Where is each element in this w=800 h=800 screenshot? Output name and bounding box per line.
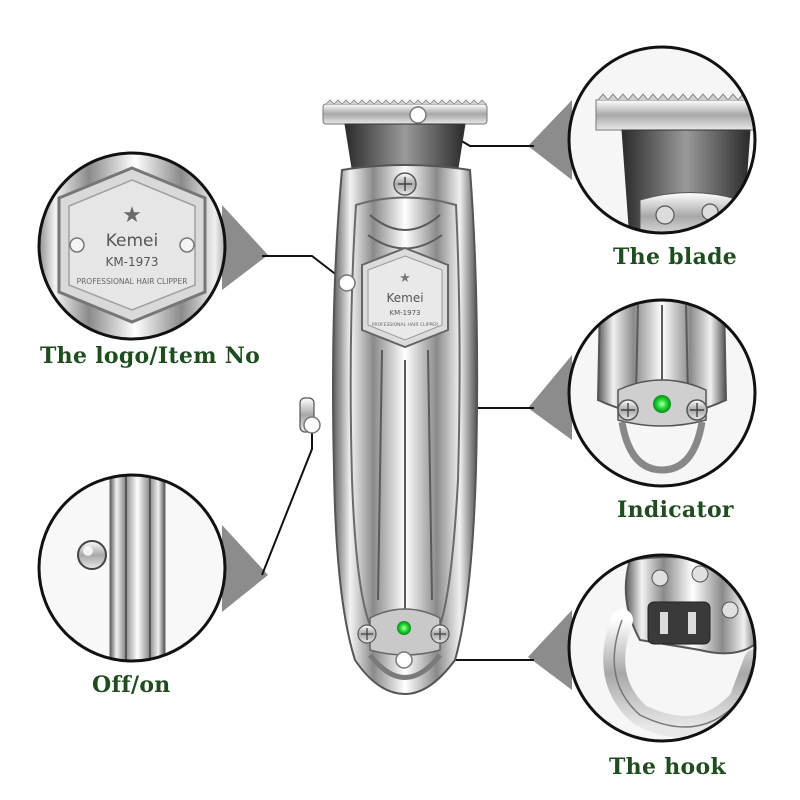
body-hook bbox=[368, 653, 442, 680]
blade-zoom-circle bbox=[567, 45, 757, 235]
switch-callout-label: Off/on bbox=[92, 672, 171, 698]
svg-text:★: ★ bbox=[399, 271, 411, 286]
indicator-zoom-circle bbox=[567, 298, 757, 488]
indicator-callout-wedge bbox=[528, 355, 572, 440]
zoom-descriptor-text: PROFESSIONAL HAIR CLIPPER bbox=[77, 277, 188, 286]
blade-teeth bbox=[322, 99, 488, 125]
indicator-callout-label: Indicator bbox=[617, 497, 734, 523]
body-brand-text: Kemei bbox=[386, 291, 423, 305]
svg-text:★: ★ bbox=[122, 203, 142, 228]
hook-callout-label: The hook bbox=[609, 754, 727, 780]
hook-zoom-circle bbox=[567, 553, 757, 743]
leader-dots bbox=[303, 106, 427, 669]
switch-zoom-circle bbox=[37, 473, 227, 663]
body-model-text: KM-1973 bbox=[390, 309, 421, 317]
hook-callout-wedge bbox=[528, 610, 572, 690]
logo-callout-wedge bbox=[222, 205, 268, 290]
body-indicator-led bbox=[397, 621, 411, 635]
zoom-indicator-led bbox=[653, 395, 671, 413]
zoom-brand-text: Kemei bbox=[106, 231, 159, 251]
switch-callout-wedge bbox=[222, 525, 268, 612]
zoom-model-text: KM-1973 bbox=[105, 255, 158, 269]
clipper-body: ★ Kemei KM-1973 PROFESSIONAL HAIR CLIPPE… bbox=[299, 99, 488, 696]
blade-callout-label: The blade bbox=[613, 244, 738, 270]
logo-zoom-circle: ★ Kemei KM-1973 PROFESSIONAL HAIR CLIPPE… bbox=[37, 151, 227, 341]
switch-leader-line bbox=[261, 425, 313, 576]
zoom-power-button bbox=[77, 540, 107, 570]
logo-callout-label: The logo/Item No bbox=[40, 343, 261, 369]
body-descriptor-text: PROFESSIONAL HAIR CLIPPER bbox=[372, 322, 439, 328]
blade-callout-wedge bbox=[528, 100, 572, 180]
body-logo-plate: ★ Kemei KM-1973 PROFESSIONAL HAIR CLIPPE… bbox=[361, 246, 449, 349]
